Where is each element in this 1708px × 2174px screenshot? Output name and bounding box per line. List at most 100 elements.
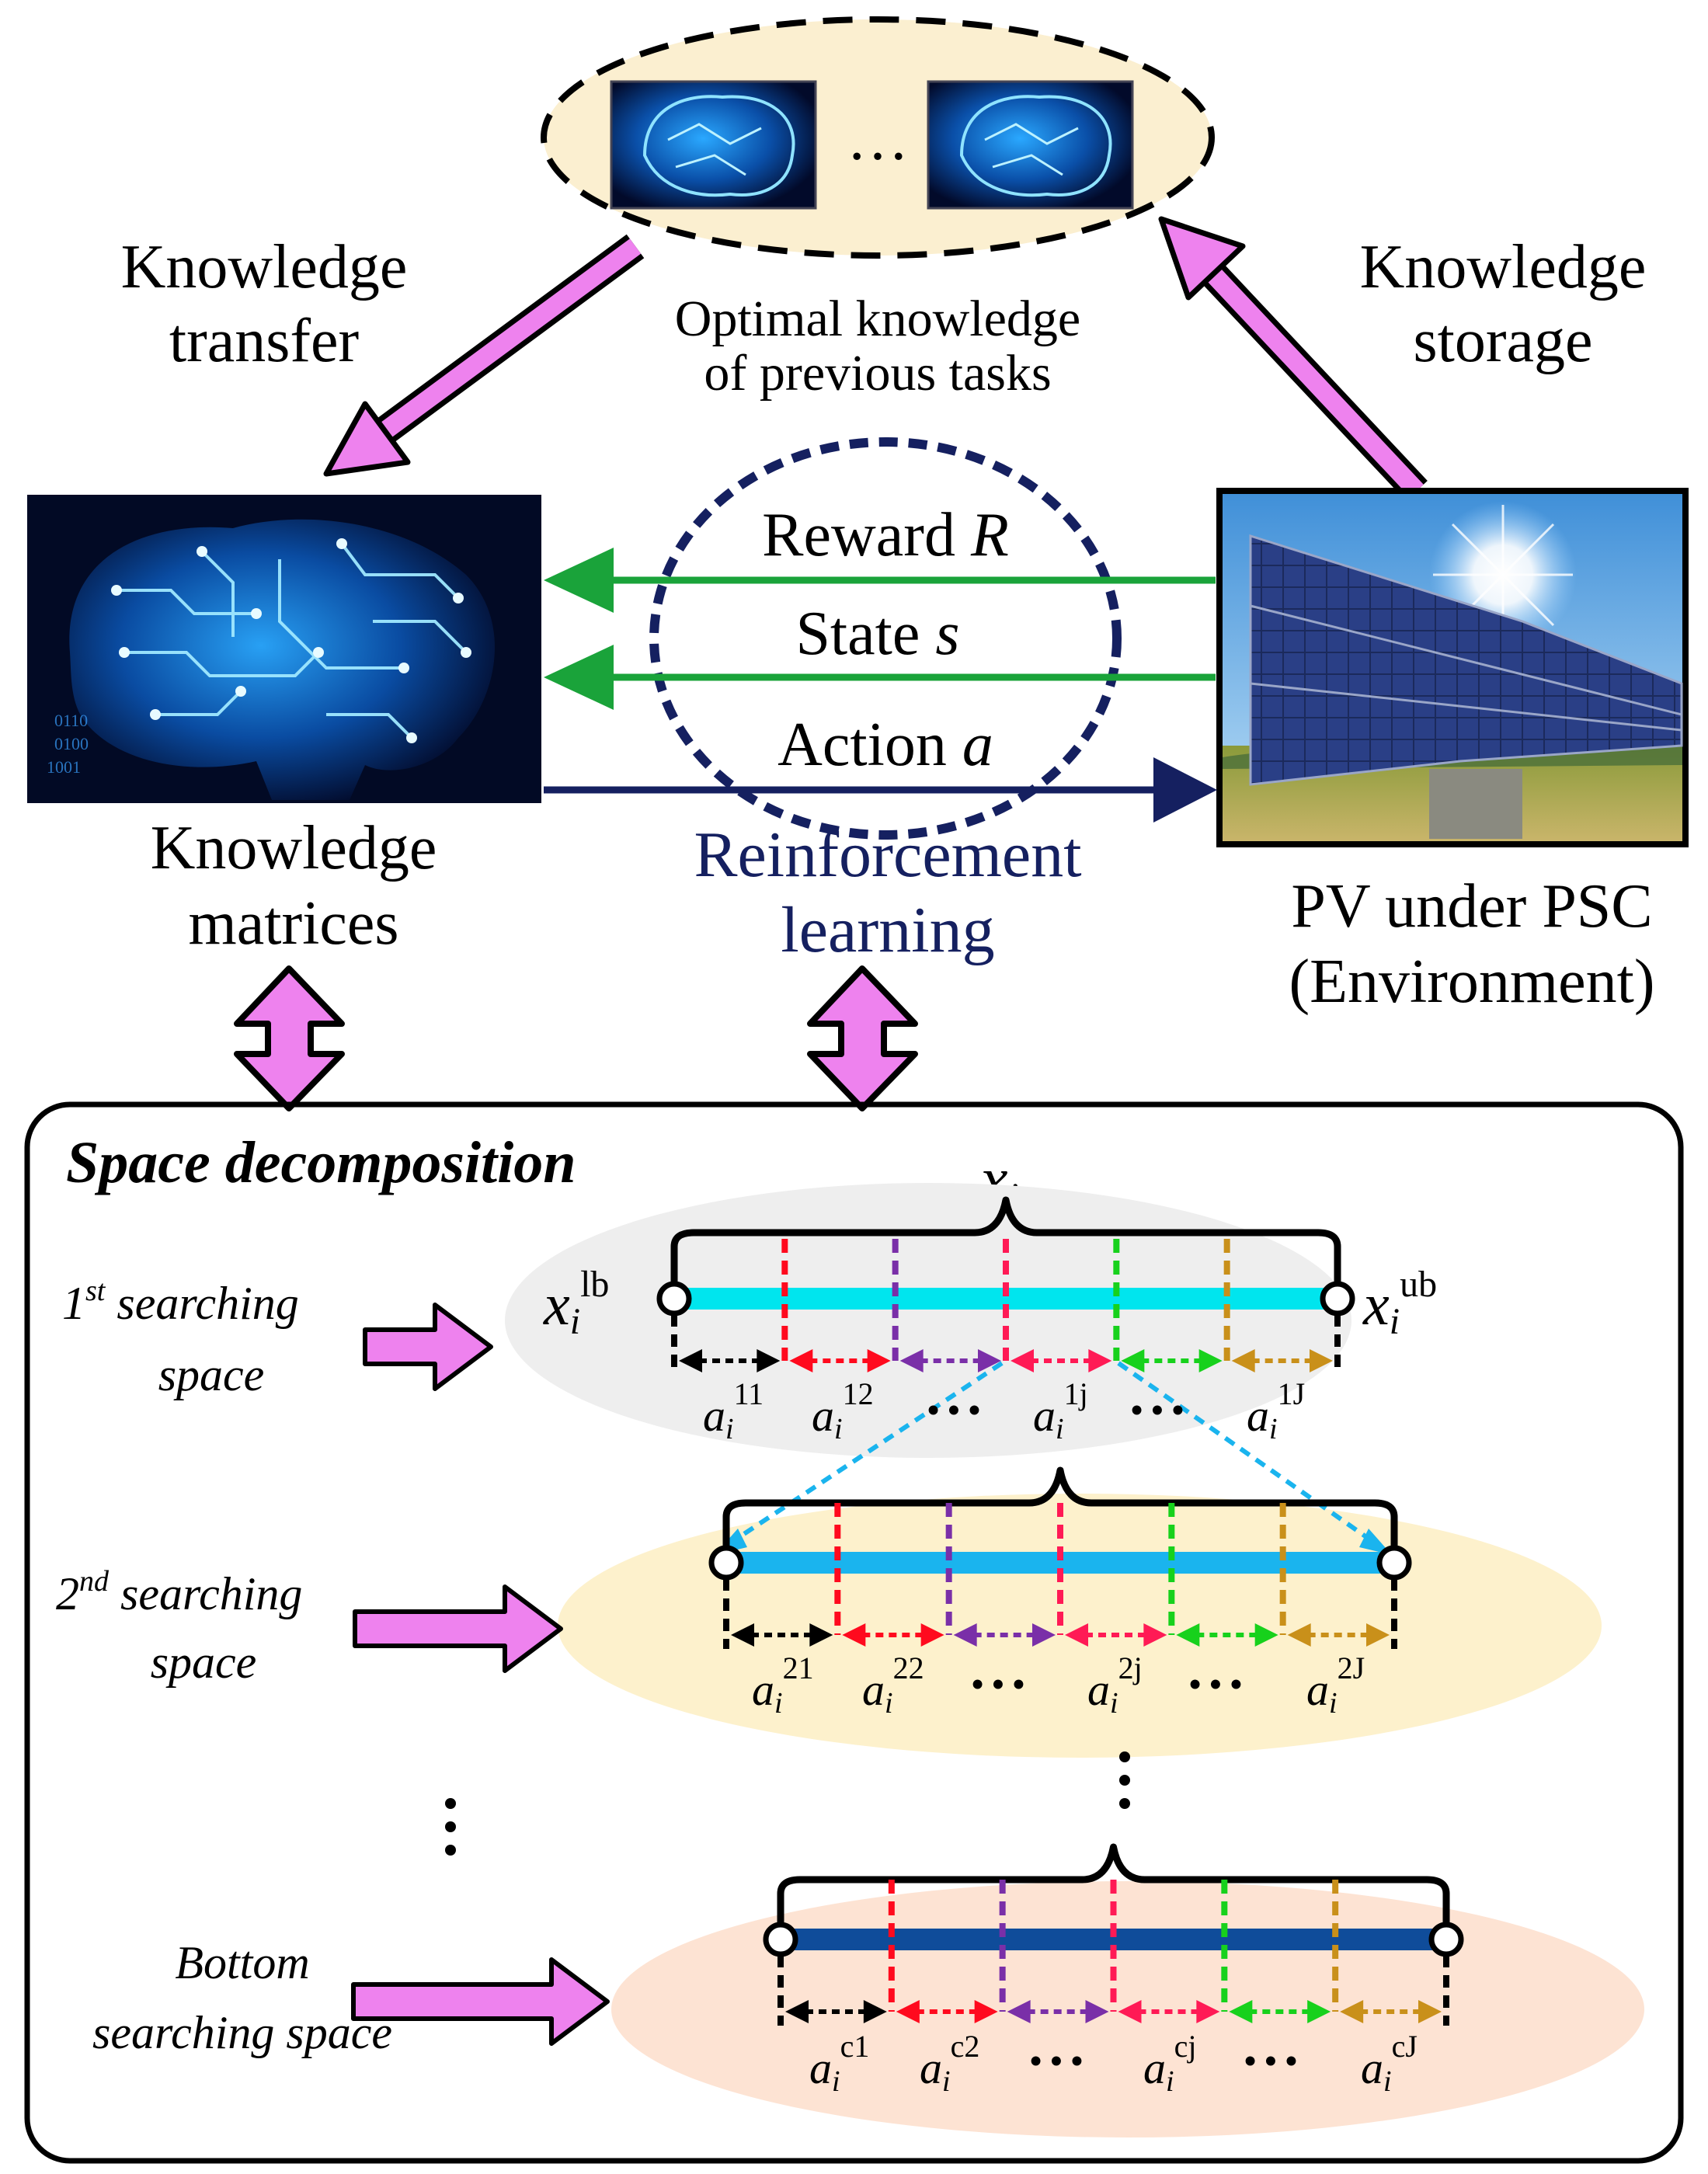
action-interval-arrow <box>899 1349 1001 1372</box>
state-text: State <box>795 600 920 668</box>
range-brace <box>777 1843 1450 1928</box>
action-label: aic1 <box>809 2029 869 2098</box>
action-label: aicj <box>1143 2029 1196 2098</box>
action-label: Action a <box>777 711 993 779</box>
action-interval-arrow <box>1229 2000 1331 2023</box>
space-decomposition-title: Space decomposition <box>66 1130 576 1195</box>
action-interval-arrow <box>896 2000 998 2023</box>
reward-symbol: R <box>970 501 1009 569</box>
action-label: ai22 <box>862 1651 924 1720</box>
space3-pointer-arrow <box>351 1957 610 2046</box>
range-brace <box>722 1466 1398 1551</box>
svg-text:1001: 1001 <box>47 757 81 777</box>
action-text: Action <box>777 711 947 779</box>
action-interval-arrow <box>1176 1623 1278 1647</box>
reward-arrow <box>544 548 1216 613</box>
ellipsis-dots: • • • <box>1131 1391 1184 1429</box>
reward-label: Reward R <box>762 501 1009 569</box>
action-label: ai2j <box>1087 1651 1143 1720</box>
state-symbol: s <box>935 600 959 668</box>
agent-brain-image: 0110 0100 1001 <box>27 495 541 803</box>
ellipsis-dots: • • • <box>972 1665 1024 1703</box>
action-interval-arrow <box>1007 2000 1109 2023</box>
ellipsis-dots: • • • <box>1244 2042 1297 2080</box>
action-interval-arrow <box>1011 1349 1112 1372</box>
knowledge-storage-arrow <box>1158 216 1428 502</box>
space1-label-line2: space <box>158 1349 265 1400</box>
reward-text: Reward <box>762 501 955 569</box>
action-interval-arrow <box>842 1623 944 1647</box>
range-endpoint <box>708 1545 744 1581</box>
space2-label-line1: 2nd searching <box>56 1565 302 1619</box>
range-endpoint <box>1428 1922 1464 1957</box>
left-vertical-dots <box>445 1798 456 1856</box>
range-endpoint <box>1320 1281 1355 1317</box>
action-interval-arrow <box>679 1349 781 1372</box>
knowledge-storage-label-line2: storage <box>1413 307 1592 375</box>
svg-text:0110: 0110 <box>54 711 88 730</box>
rl-loop-ellipse <box>649 437 1122 840</box>
rl-title-line1: Reinforcement <box>694 819 1081 891</box>
rl-decomposition-double-arrow <box>807 965 918 1111</box>
state-label: State s <box>795 600 959 668</box>
action-arrow <box>544 757 1217 823</box>
range-endpoint <box>763 1922 798 1957</box>
environment-label-line1: PV under PSC <box>1291 872 1652 941</box>
action-label: aic2 <box>920 2029 979 2098</box>
space2-label-line2: space <box>151 1637 257 1688</box>
action-interval-arrow <box>789 1349 891 1372</box>
knowledge-transfer-label-line1: Knowledge <box>121 233 408 301</box>
knowledge-ellipsis: … <box>847 105 909 173</box>
svg-text:0100: 0100 <box>54 734 89 753</box>
action-label: ai21 <box>752 1651 814 1720</box>
space2-ellipse <box>558 1494 1602 1758</box>
state-arrow <box>544 645 1216 710</box>
rl-title-line2: learning <box>781 894 994 966</box>
action-label: ai12 <box>812 1376 874 1445</box>
space3-label-line1: Bottom <box>175 1937 309 1988</box>
knowledge-transfer-arrow <box>323 234 645 477</box>
action-label: ai11 <box>703 1376 764 1445</box>
searching-space-level-2: ai21 ai22 ai2j ai2J • • • • • • <box>708 1466 1412 1720</box>
knowledge-transfer-label-line2: transfer <box>169 307 359 375</box>
agent-decomposition-double-arrow <box>234 965 345 1111</box>
action-label: ai2J <box>1306 1651 1365 1720</box>
action-interval-arrow <box>1118 2000 1220 2023</box>
upper-bound-label: xiub <box>1362 1264 1437 1342</box>
previous-knowledge-store: … Optimal knowledge of previous tasks <box>541 16 1215 402</box>
action-label: ai1j <box>1033 1376 1088 1445</box>
action-interval-arrow <box>953 1623 1056 1647</box>
space1-label-line1: 1st searching <box>62 1275 299 1329</box>
space1-ellipse <box>505 1183 1351 1458</box>
refine-arrow-right <box>1117 1361 1392 1555</box>
space1-pointer-arrow <box>363 1303 493 1391</box>
range-brace <box>670 1196 1341 1287</box>
action-interval-arrow <box>1231 1349 1333 1372</box>
space3-label-line2: searching space <box>92 2007 392 2058</box>
action-interval-arrow <box>731 1623 833 1647</box>
center-vertical-dots <box>1119 1751 1130 1809</box>
action-interval-arrow <box>1065 1623 1167 1647</box>
ellipsis-dots: • • • <box>1189 1665 1242 1703</box>
ellipsis-dots: • • • <box>1030 2042 1083 2080</box>
space2-pointer-arrow <box>353 1584 563 1673</box>
range-endpoint <box>656 1281 692 1317</box>
knowledge-caption-line1: Optimal knowledge <box>675 290 1080 347</box>
brain-thumbnail-1 <box>610 80 817 210</box>
environment-label-line2: (Environment) <box>1289 948 1655 1016</box>
knowledge-caption-line2: of previous tasks <box>704 345 1051 402</box>
knowledge-storage-label-line1: Knowledge <box>1360 233 1647 301</box>
action-interval-arrow <box>1287 1623 1390 1647</box>
action-interval-arrow <box>1340 2000 1442 2023</box>
lower-bound-label: xilb <box>543 1264 609 1342</box>
pv-panel-image <box>1216 488 1689 847</box>
agent-label-line2: matrices <box>189 889 399 958</box>
action-interval-arrow <box>1121 1349 1223 1372</box>
action-interval-arrow <box>785 2000 887 2023</box>
range-endpoint <box>1376 1545 1412 1581</box>
action-symbol: a <box>962 711 993 779</box>
space-decomposition-panel <box>24 1101 1684 2164</box>
